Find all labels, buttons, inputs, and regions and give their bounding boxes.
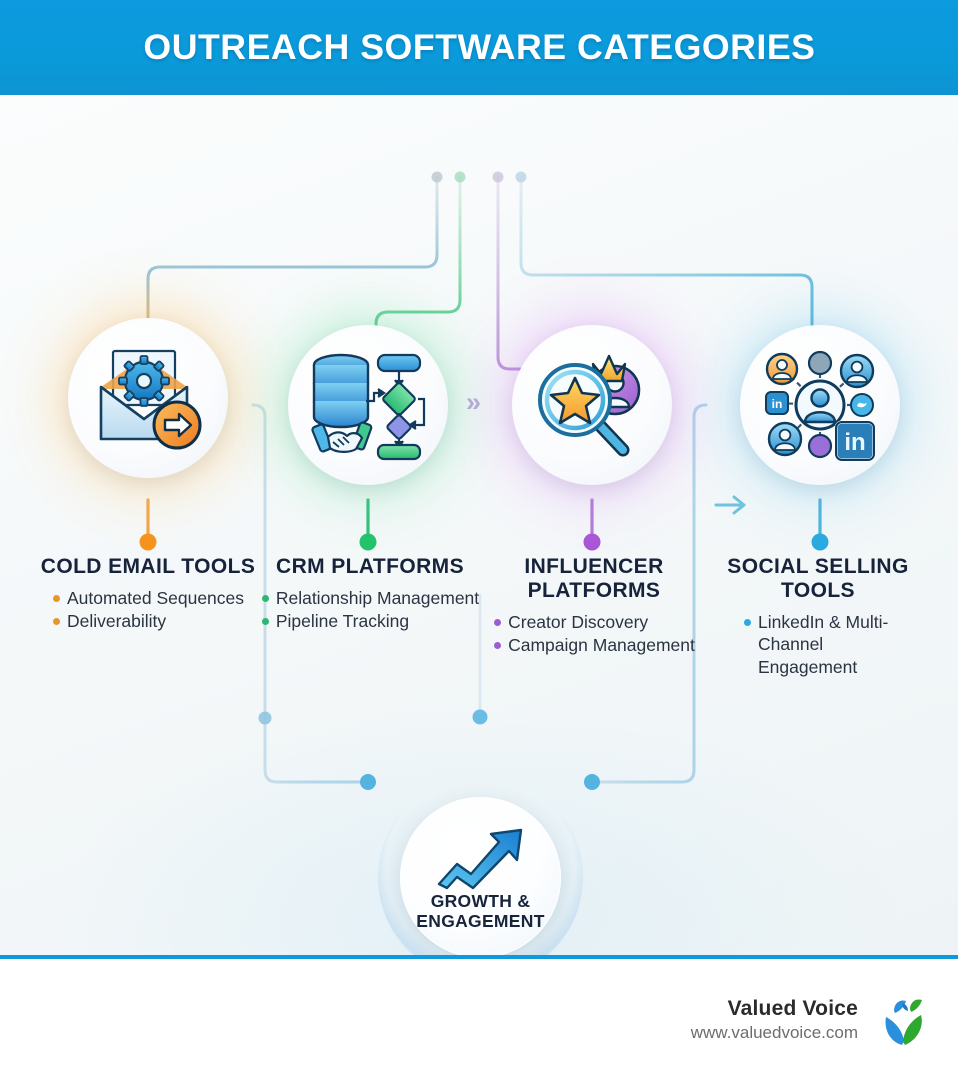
social-network-linkedin-icon: in in <box>740 325 900 485</box>
icon-node-cold-email-tools[interactable] <box>36 286 260 510</box>
brand-url[interactable]: www.valuedvoice.com <box>690 1023 858 1042</box>
column-influencer-platforms: INFLUENCER PLATFORMS Creator Discovery C… <box>474 555 714 658</box>
column-title: INFLUENCER PLATFORMS <box>524 555 664 602</box>
svg-text:in: in <box>772 397 783 411</box>
column-bullets: LinkedIn & Multi-Channel Engagement <box>743 611 893 679</box>
column-bullets: Relationship Management Pipeline Trackin… <box>261 587 479 634</box>
column-title: CRM PLATFORMS <box>276 555 464 578</box>
hub-core: GROWTH & ENGAGEMENT <box>400 797 561 958</box>
column-title: COLD EMAIL TOOLS <box>40 555 256 578</box>
hub-label-line2: ENGAGEMENT <box>416 910 545 931</box>
page-title: OUTREACH SOFTWARE CATEGORIES <box>142 27 816 67</box>
bullet-item: LinkedIn & Multi-Channel Engagement <box>743 611 893 678</box>
growth-arrow-icon <box>437 829 522 890</box>
bullet-item: Relationship Management <box>261 587 479 609</box>
hub-label: GROWTH & ENGAGEMENT <box>416 892 544 931</box>
column-bullets: Automated Sequences Deliverability <box>52 587 244 634</box>
footer-divider <box>0 955 958 959</box>
bullet-item: Pipeline Tracking <box>261 610 479 632</box>
hub-label-line1: GROWTH & <box>430 891 531 912</box>
diagram-canvas: » <box>0 95 958 980</box>
icon-node-influencer-platforms[interactable] <box>480 293 704 517</box>
column-social-selling-tools: SOCIAL SELLING TOOLS LinkedIn & Multi-Ch… <box>698 555 938 679</box>
icon-node-social-selling-tools[interactable]: in in <box>708 293 932 517</box>
bullet-item: Automated Sequences <box>52 587 244 609</box>
magnifier-star-crown-avatar-icon <box>512 325 672 485</box>
column-title: SOCIAL SELLING TOOLS <box>727 555 909 602</box>
bullet-item: Deliverability <box>52 610 244 632</box>
database-handshake-flowchart-icon <box>288 325 448 485</box>
header-bar: OUTREACH SOFTWARE CATEGORIES <box>0 0 958 95</box>
column-crm-platforms: CRM PLATFORMS Relationship Management Pi… <box>250 555 490 634</box>
center-hub-growth-engagement[interactable]: GROWTH & ENGAGEMENT <box>378 775 583 980</box>
valued-voice-leaf-logo <box>872 989 934 1051</box>
email-gear-arrow-icon <box>68 318 228 478</box>
bullet-item: Creator Discovery <box>493 611 695 633</box>
bullet-item: Campaign Management <box>493 634 695 656</box>
column-bullets: Creator Discovery Campaign Management <box>493 611 695 658</box>
column-cold-email-tools: COLD EMAIL TOOLS Automated Sequences Del… <box>28 555 268 634</box>
brand-name: Valued Voice <box>727 996 858 1020</box>
icon-node-crm-platforms[interactable] <box>256 293 480 517</box>
svg-text:in: in <box>844 429 865 456</box>
footer-bar: Valued Voice www.valuedvoice.com <box>0 959 958 1080</box>
